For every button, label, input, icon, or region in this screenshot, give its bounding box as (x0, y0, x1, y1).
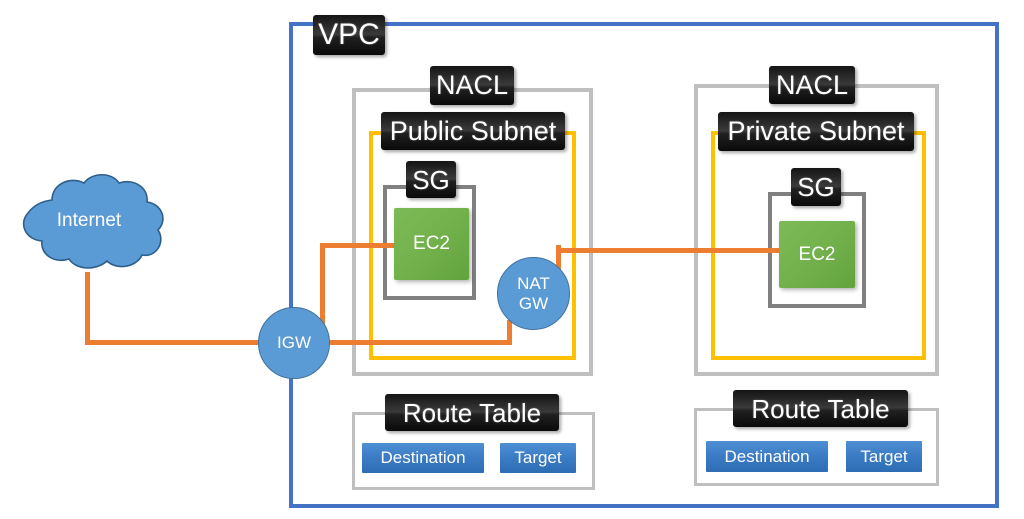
route-table-private-destination-label: Destination (724, 446, 810, 466)
connector-igw-to-natgw-vertical (507, 320, 512, 342)
connector-igw-to-ec2-horizontal (320, 243, 400, 248)
ec2-private-label: EC2 (798, 243, 836, 265)
ec2-public-label: EC2 (413, 233, 450, 254)
nat-gateway-label-line2: GW (518, 293, 549, 313)
internet-cloud: Internet (8, 170, 170, 280)
route-table-public-target-column[interactable]: Target (500, 443, 576, 473)
vpc-border-segment-upper (289, 22, 293, 312)
route-table-public-target-label: Target (514, 448, 562, 467)
nacl-label-private: NACL (769, 66, 855, 104)
private-subnet-label: Private Subnet (718, 112, 914, 151)
ec2-instance-private[interactable]: EC2 (779, 221, 855, 288)
connector-internet-to-igw-vertical (85, 272, 90, 343)
connector-igw-to-natgw-horizontal (325, 340, 512, 345)
internet-gateway-node[interactable]: IGW (258, 307, 330, 379)
route-table-label-public: Route Table (385, 394, 559, 431)
connector-natgw-to-private-ec2-vertical (556, 245, 561, 273)
vpc-border-segment-lower (289, 372, 293, 508)
route-table-private-target-label: Target (860, 446, 908, 466)
connector-natgw-to-private-ec2-horizontal (556, 248, 784, 253)
nat-gateway-label-line1: NAT (517, 274, 550, 294)
route-table-public-destination-label: Destination (380, 448, 466, 467)
security-group-label-private: SG (791, 168, 841, 206)
route-table-private-destination-column[interactable]: Destination (706, 441, 828, 472)
vpc-label: VPC (313, 15, 385, 55)
igw-label: IGW (277, 333, 311, 353)
ec2-instance-public[interactable]: EC2 (394, 208, 469, 280)
connector-igw-to-ec2-vertical (320, 243, 325, 343)
connector-internet-to-igw-horizontal (85, 340, 265, 345)
route-table-label-private: Route Table (733, 390, 908, 427)
nacl-label-public: NACL (430, 66, 514, 105)
route-table-private-target-column[interactable]: Target (846, 441, 922, 472)
public-subnet-label: Public Subnet (381, 112, 565, 150)
route-table-public-destination-column[interactable]: Destination (362, 443, 484, 473)
security-group-label-public: SG (406, 161, 456, 198)
nat-gateway-node[interactable]: NAT GW (497, 257, 570, 330)
